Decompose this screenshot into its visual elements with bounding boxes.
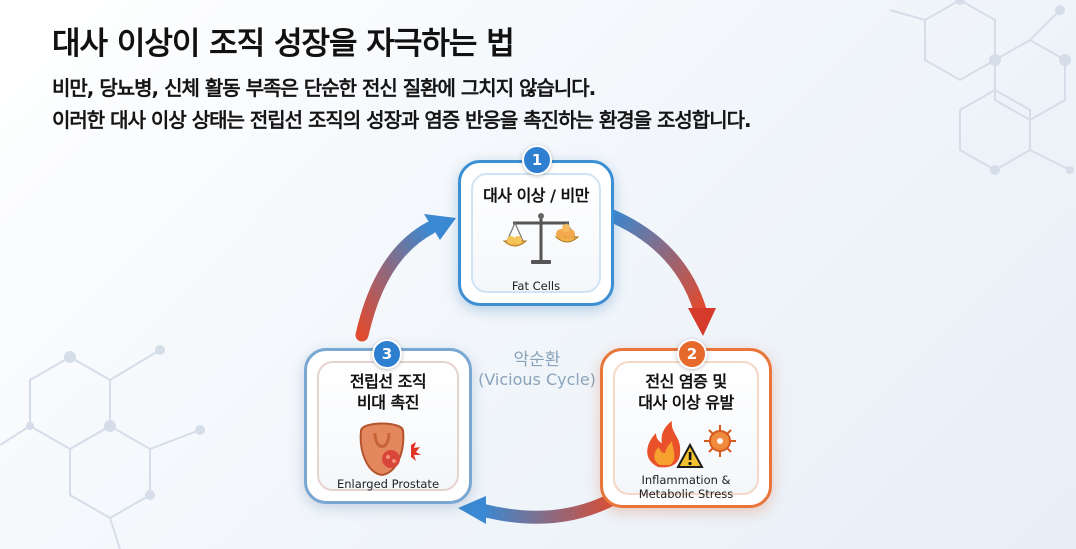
step-3-title-line-2: 비대 촉진 <box>357 393 419 412</box>
step-1-number-badge: 1 <box>522 145 552 175</box>
cycle-label-korean: 악순환 <box>513 350 561 370</box>
subtitle-line-1: 비만, 당뇨병, 신체 활동 부족은 단순한 전신 질환에 그치지 않습니다. <box>52 76 596 100</box>
step-3-title-line-1: 전립선 조직 <box>349 372 427 391</box>
step-2-title-line-2: 대사 이상 유발 <box>638 393 734 412</box>
step-2-title-line-1: 전신 염증 및 <box>645 372 727 391</box>
step-2-caption-line-2: Metabolic Stress <box>638 487 734 501</box>
step-2-number-badge: 2 <box>677 339 707 369</box>
step-3-card: 전립선 조직 비대 촉진 Enlarged Prostate <box>304 348 472 504</box>
page-title: 대사 이상이 조직 성장을 자극하는 법 <box>52 26 515 62</box>
arrow-step2-to-step3 <box>475 488 627 524</box>
step-2-card: 전신 염증 및 대사 이상 유발 Inflammation & Metaboli… <box>600 348 772 508</box>
scale-with-fat-cells-icon <box>502 213 580 264</box>
fire-warning-virus-icon <box>647 421 736 468</box>
step-1-title: 대사 이상 / 비만 <box>483 186 589 205</box>
enlarged-prostate-icon <box>359 422 421 477</box>
step-3-caption: Enlarged Prostate <box>336 477 440 491</box>
step-1-caption: Fat Cells <box>511 279 561 293</box>
step-2-caption-line-1: Inflammation & <box>641 473 731 487</box>
arrow-step1-to-step2 <box>603 208 707 317</box>
arrow-step3-to-step1 <box>355 221 437 342</box>
step-3-number-badge: 3 <box>372 339 402 369</box>
subtitle-line-2: 이러한 대사 이상 상태는 전립선 조직의 성장과 염증 반응을 촉진하는 환경… <box>52 108 752 132</box>
step-1-card: 대사 이상 / 비만 Fat Cells <box>458 160 614 306</box>
arrowhead-to-step2 <box>688 308 716 336</box>
cycle-label-english: (Vicious Cycle) <box>478 370 596 389</box>
arrowhead-to-step1 <box>424 214 456 240</box>
arrowhead-to-step3 <box>458 496 486 524</box>
